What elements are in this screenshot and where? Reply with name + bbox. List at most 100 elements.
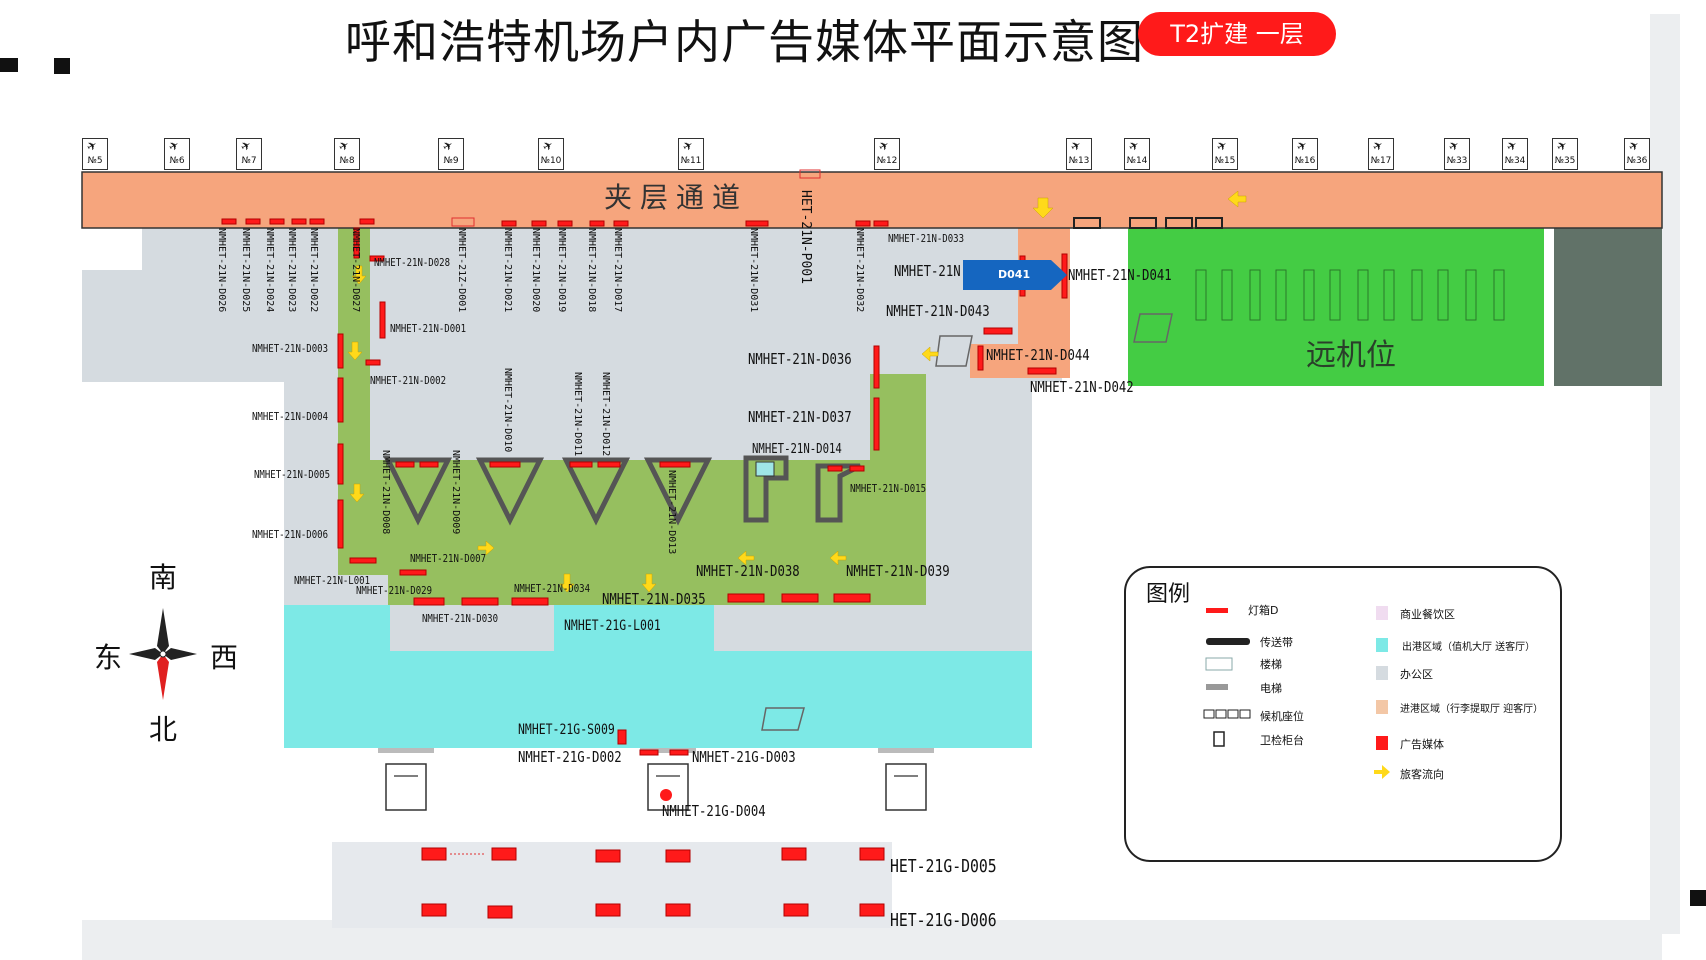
counter-icon — [1073, 217, 1101, 229]
ad-label-d004: NMHET-21N-D004 — [252, 410, 329, 423]
ad-box — [269, 218, 285, 225]
counter-swatch — [1213, 731, 1225, 747]
compass-icon — [129, 608, 197, 700]
gate-number: №12 — [876, 156, 898, 166]
ad-box — [489, 461, 521, 468]
ad-box — [595, 849, 621, 863]
airplane-icon: ✈ — [1294, 137, 1310, 155]
ad-label-d037: NMHET-21N-D037 — [748, 408, 852, 426]
legend-title: 图例 — [1146, 582, 1191, 607]
flow-arrow-icon — [559, 573, 575, 593]
gate-number: №11 — [680, 156, 702, 166]
ad-box — [395, 461, 415, 468]
corner-mark — [0, 58, 18, 72]
ad-label-d042: NMHET-21N-D042 — [1030, 378, 1134, 396]
ad-label-d034: NMHET-21N-D034 — [514, 582, 591, 595]
ad-label-d029: NMHET-21N-D029 — [356, 584, 433, 597]
counter-icon — [1165, 217, 1193, 229]
ad-label-g-d006: HET-21G-D006 — [890, 910, 997, 931]
ad-label-g-d004: NMHET-21G-D004 — [662, 802, 766, 820]
commercial-swatch — [1376, 606, 1388, 620]
gate-marker: ✈№14 — [1124, 137, 1150, 170]
ad-label-d017: NMHET-21N-D017 — [612, 228, 623, 313]
ad-box — [413, 597, 445, 606]
ad-label-d018: NMHET-21N-D018 — [586, 228, 597, 313]
corner-mark — [54, 58, 70, 74]
gate-number: №15 — [1214, 156, 1236, 166]
ad-box — [557, 220, 573, 227]
airplane-icon: ✈ — [1446, 137, 1462, 155]
ad-label-p001: HET-21N-P001 — [798, 190, 813, 284]
conveyor-belt — [475, 457, 545, 526]
conveyor-belt — [561, 457, 631, 526]
gate-number: №6 — [169, 156, 185, 166]
ad-box — [359, 218, 375, 225]
ad-label-d043: NMHET-21N-D043 — [886, 302, 990, 320]
ad-box — [399, 569, 427, 576]
ad-label-g-d003: NMHET-21G-D003 — [692, 748, 796, 766]
ad-label-d008: NMHET-21N-D008 — [380, 450, 391, 535]
gate-marker: ✈№11 — [678, 137, 704, 170]
ad-label-d006: NMHET-21N-D006 — [252, 528, 329, 541]
ad-label-d023: NMHET-21N-D023 — [286, 228, 297, 313]
ad-box — [419, 461, 439, 468]
flow-arrow-icon — [641, 573, 657, 593]
legend-item-seating: 候机座位 — [1260, 710, 1304, 723]
ad-label-d041: NMHET-21N-D041 — [1068, 266, 1172, 284]
office-notch — [714, 605, 1032, 651]
gate-number: №35 — [1554, 156, 1576, 166]
seat-icon — [1357, 269, 1369, 321]
ad-outline — [451, 217, 475, 227]
gate-marker: ✈№8 — [334, 137, 360, 170]
ad-box — [337, 333, 344, 369]
ad-label-d014: NMHET-21N-D014 — [752, 442, 842, 457]
ad-box — [501, 220, 517, 227]
ad-box — [613, 220, 629, 227]
gate-marker: ✈№7 — [236, 137, 262, 170]
ad-box — [369, 255, 385, 262]
ad-box — [781, 593, 819, 603]
ad-box — [669, 749, 689, 756]
gate-number: №36 — [1626, 156, 1648, 166]
ad-box — [617, 729, 627, 745]
ad-label-d035: NMHET-21N-D035 — [602, 590, 706, 608]
remote-dark-zone — [1554, 228, 1662, 386]
legend-item-departure: 出港区域（值机大厅 送客厅） — [1402, 642, 1536, 653]
remote-stands-label: 远机位 — [1306, 338, 1396, 373]
remote-divider — [1544, 228, 1554, 386]
ad-box — [421, 903, 447, 917]
gate-marker: ✈№33 — [1444, 137, 1470, 170]
ad-box — [639, 749, 659, 756]
ad-label-d013: NMHET-21N-D013 — [666, 470, 677, 555]
airplane-icon: ✈ — [440, 137, 456, 155]
mezzanine-corridor — [81, 171, 1663, 229]
gate-number: №5 — [87, 156, 103, 166]
gate-number: №16 — [1294, 156, 1316, 166]
gate-marker: ✈№5 — [82, 137, 108, 170]
ad-box — [833, 593, 871, 603]
flow-swatch — [1374, 765, 1390, 779]
ad-box — [849, 465, 865, 472]
ad-box — [365, 359, 381, 366]
gate-marker: ✈№36 — [1624, 137, 1650, 170]
gate-marker: ✈№13 — [1066, 137, 1092, 170]
ad-label-d010: NMHET-21N-D010 — [502, 368, 513, 453]
security-group — [378, 748, 934, 811]
airplane-icon: ✈ — [84, 137, 100, 155]
office-notch — [390, 605, 554, 651]
ad-label-d031: NMHET-21N-D031 — [748, 228, 759, 313]
seat-icon — [1249, 269, 1261, 321]
stairs-icon — [761, 707, 805, 731]
ad-box — [379, 301, 386, 339]
seat-icon — [1465, 269, 1477, 321]
airplane-icon: ✈ — [876, 137, 892, 155]
ad-box — [827, 465, 843, 472]
ad-box — [337, 443, 344, 485]
ad-label-d032: NMHET-21N-D032 — [854, 228, 865, 313]
seat-icon — [1303, 269, 1315, 321]
gate-marker: ✈№17 — [1368, 137, 1394, 170]
gate-marker: ✈№35 — [1552, 137, 1578, 170]
ad-box — [983, 327, 1013, 335]
ad-box — [1027, 367, 1057, 375]
legend-item-commercial: 商业餐饮区 — [1400, 608, 1455, 621]
